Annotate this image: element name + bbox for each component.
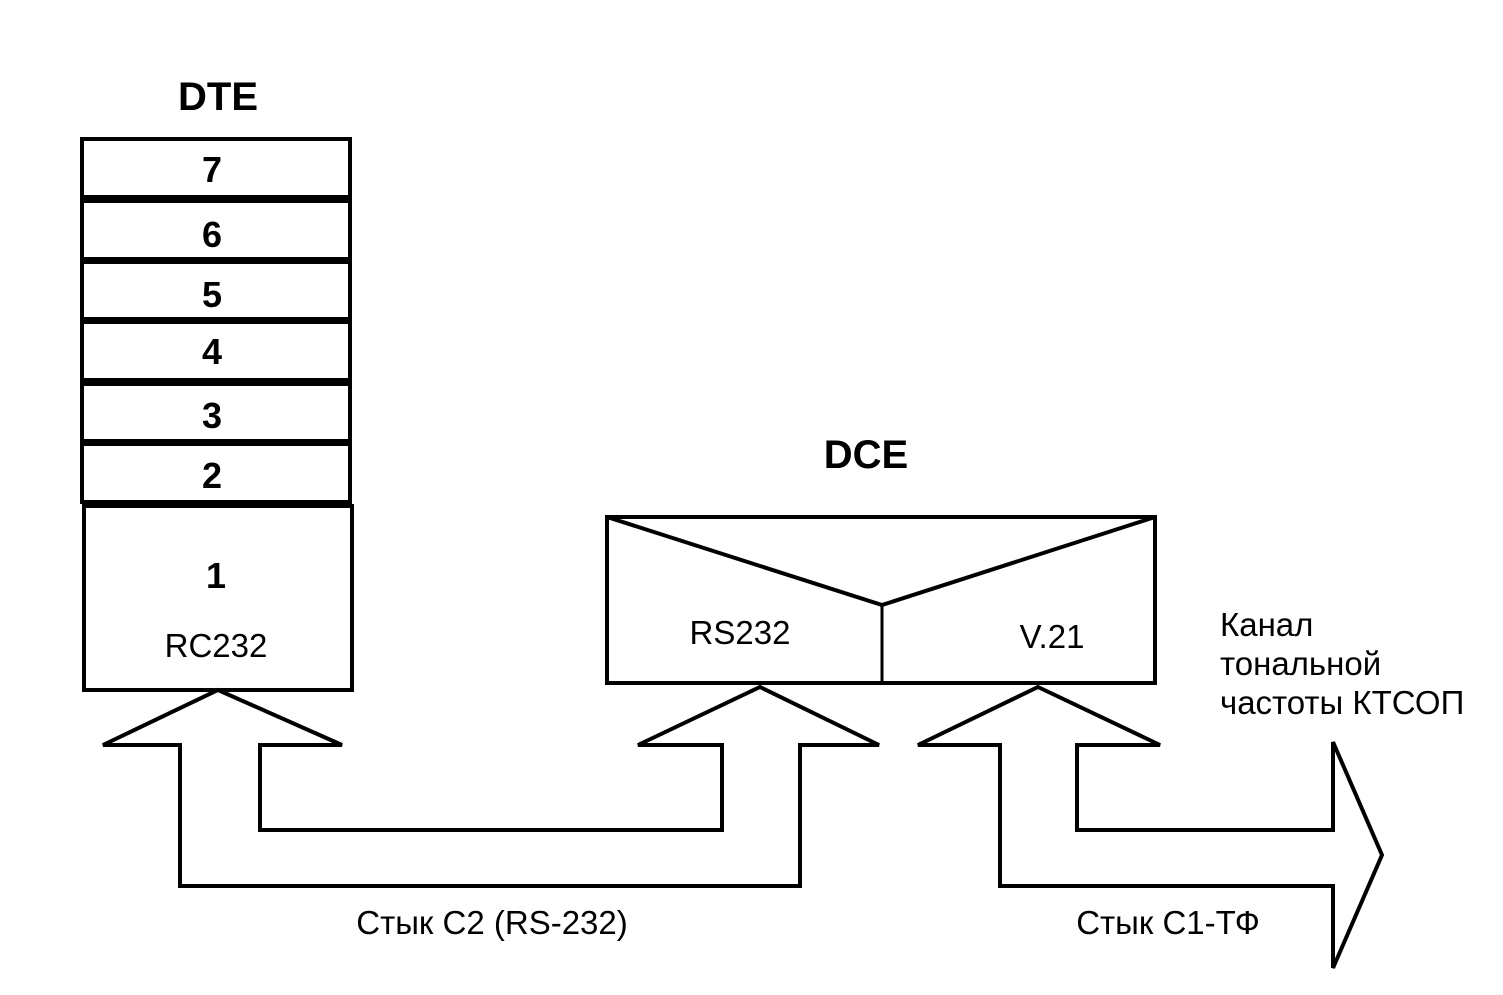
dte-layer-4-box — [80, 320, 352, 382]
c1-interface-arrow — [917, 684, 1385, 969]
dte-layer-3: 3 — [202, 395, 222, 436]
dce-box — [605, 515, 1157, 685]
dce-title: DCE — [824, 433, 908, 477]
dte-physical-label: RC232 — [165, 627, 268, 664]
dte-title: DTE — [178, 75, 258, 119]
c2-interface-label: Стык С2 (RS-232) — [356, 904, 628, 941]
channel-label-line-1: Канал — [1220, 606, 1313, 643]
dce-v-divider — [606, 515, 1156, 608]
c1-interface-label: Стык С1-ТФ — [1076, 904, 1260, 941]
channel-label-line-2: тональной — [1220, 645, 1381, 682]
dte-stack — [80, 137, 354, 692]
dte-layer-5-box — [80, 260, 352, 321]
dte-layer-6: 6 — [202, 214, 222, 255]
dte-layer-4: 4 — [202, 331, 222, 372]
dte-layer-7-box — [80, 137, 352, 199]
dte-layer-3-box — [80, 382, 352, 443]
dce-rs232-label: RS232 — [690, 614, 791, 651]
dte-layer-6-box — [80, 199, 352, 261]
channel-label-line-3: частоты КТСОП — [1220, 684, 1464, 721]
dte-layer-5: 5 — [202, 274, 222, 315]
dte-layer-2-box — [80, 442, 352, 504]
dte-layer-2: 2 — [202, 455, 222, 496]
dte-layer-7: 7 — [202, 149, 222, 190]
dce-v21-label: V.21 — [1020, 618, 1085, 655]
c2-interface-arrow — [102, 684, 880, 888]
dte-layer-1: 1 — [206, 555, 226, 596]
